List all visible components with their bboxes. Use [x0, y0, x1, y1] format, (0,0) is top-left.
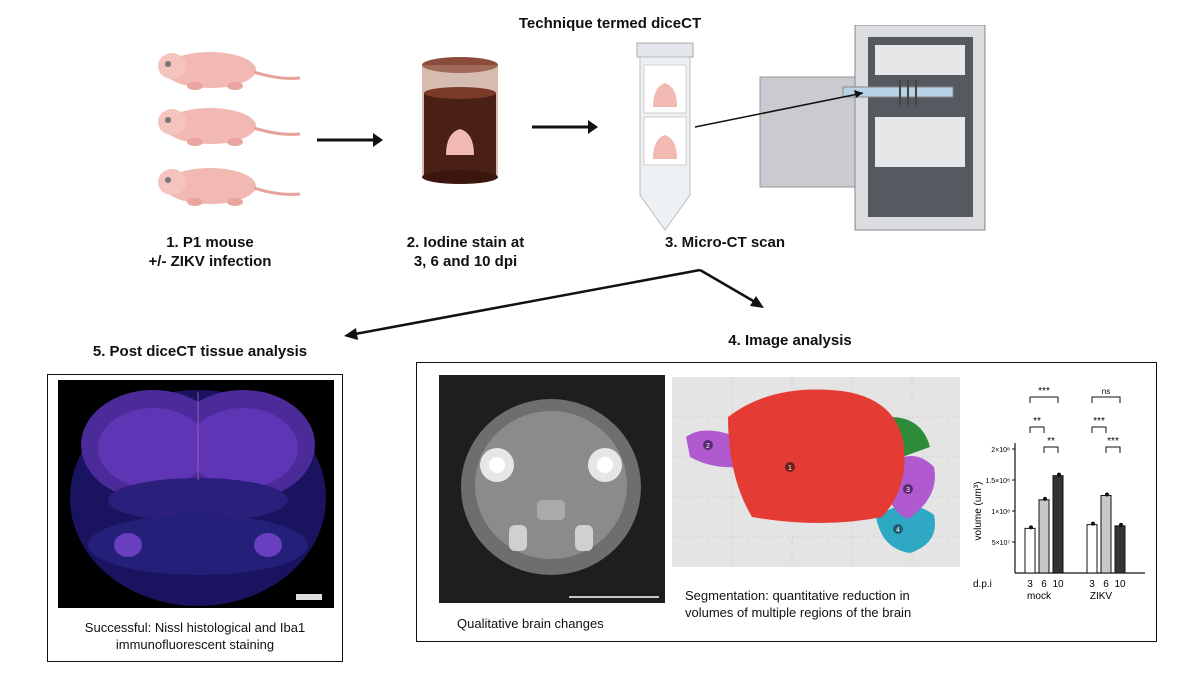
histology-image: [58, 380, 334, 608]
ct-scanner-icon: [759, 25, 986, 231]
bar: [1024, 527, 1036, 574]
segmentation-caption: Segmentation: quantitative reduction in …: [685, 588, 912, 620]
bar: [1100, 495, 1112, 574]
significance-bracket: [1091, 426, 1107, 433]
significance-bracket: [1029, 426, 1045, 433]
y-tick-label: 2×10⁸: [991, 447, 1010, 454]
bar: [1086, 524, 1098, 574]
x-tick-label: 10: [1114, 579, 1126, 590]
ct-slice-image: [439, 375, 665, 603]
data-point: [1091, 521, 1095, 526]
group-label: mock: [1027, 591, 1052, 602]
diagram-title: Technique termed diceCT: [518, 15, 702, 32]
data-point: [1119, 522, 1123, 527]
segmentation-image: 1 2 3 4: [672, 377, 960, 567]
arrow-right-icon: [532, 120, 598, 134]
y-tick-label: 1.5×10⁸: [985, 478, 1010, 485]
significance-label: ns: [1102, 387, 1110, 396]
x-tick-label: 6: [1103, 579, 1109, 590]
segment-label: 3: [906, 487, 910, 494]
significance-bracket: [1029, 396, 1059, 403]
bar: [1052, 475, 1064, 574]
sample-tube-icon: [636, 42, 694, 231]
x-tick-label: 10: [1052, 579, 1064, 590]
tissue-caption: Successful: Nissl histological and Iba1 …: [84, 620, 306, 652]
significance-bracket: [1105, 446, 1121, 453]
y-tick-label: 5×10⁷: [992, 540, 1011, 547]
y-tick-label: 1×10⁸: [991, 509, 1010, 516]
segment-label: 1: [788, 465, 792, 472]
x-tick-label: 3: [1089, 579, 1095, 590]
significance-label: **: [1047, 436, 1055, 447]
micro-ct-illustration: [636, 25, 986, 231]
qualitative-caption: Qualitative brain changes: [457, 616, 604, 631]
step-1-label: 1. P1 mouse +/- ZIKV infection: [148, 234, 272, 270]
arrow-right-icon: [317, 133, 383, 147]
x-tick-label: 3: [1027, 579, 1033, 590]
significance-bracket: [1043, 446, 1059, 453]
x-tick-label: 6: [1041, 579, 1047, 590]
data-point: [1105, 492, 1109, 497]
brain-sample-icon: [446, 129, 474, 155]
bar: [1114, 525, 1126, 574]
data-point: [1029, 525, 1033, 530]
significance-label: ***: [1038, 386, 1050, 397]
significance-label: **: [1033, 416, 1041, 427]
branch-arrows: [344, 268, 764, 340]
step-4-label: 4. Image analysis: [728, 332, 852, 349]
tissue-analysis-panel: Successful: Nissl histological and Iba1 …: [47, 374, 343, 662]
segment-label: 4: [896, 527, 900, 534]
step-5-label: 5. Post diceCT tissue analysis: [92, 343, 308, 360]
step-2-label: 2. Iodine stain at 3, 6 and 10 dpi: [406, 234, 525, 270]
group-label: ZIKV: [1090, 591, 1113, 602]
mouse-icon: [158, 52, 301, 90]
iodine-jar-illustration: [422, 57, 498, 184]
step-3-label: 3. Micro-CT scan: [664, 234, 786, 251]
image-analysis-panel: Qualitative brain changes 1 2 3 4 Segmen…: [416, 362, 1157, 642]
significance-label: ***: [1093, 416, 1105, 427]
y-axis-label: volume (um³): [973, 482, 984, 541]
significance-bracket: [1091, 396, 1121, 403]
data-point: [1043, 496, 1047, 501]
significance-label: ***: [1107, 436, 1119, 447]
mouse-icon: [158, 108, 301, 146]
segment-label: 2: [706, 443, 710, 450]
data-point: [1057, 472, 1061, 477]
mouse-pups-illustration: [158, 52, 301, 206]
bar: [1038, 499, 1050, 574]
mouse-icon: [158, 168, 301, 206]
x-axis-prefix: d.p.i: [973, 579, 992, 590]
